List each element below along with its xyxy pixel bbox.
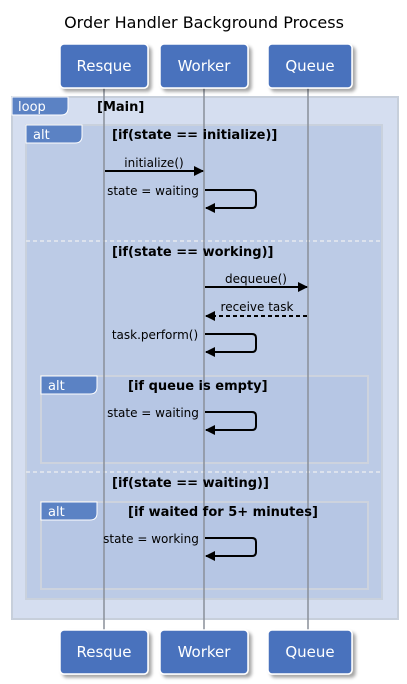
diagram-title: Order Handler Background Process — [64, 13, 344, 32]
loop-tag-label: loop — [18, 100, 46, 115]
msg-state-working-label: state = working — [103, 532, 199, 546]
msg-state-waiting-2-arrow — [205, 411, 257, 435]
msg-state-waiting-1-label: state = waiting — [107, 184, 199, 198]
actor-queue-top: Queue — [267, 43, 353, 89]
actor-queue-bottom-label: Queue — [285, 643, 334, 661]
msg-state-waiting-1-arrow — [205, 189, 257, 213]
actor-worker-bottom: Worker — [159, 629, 249, 675]
msg-initialize-label: initialize() — [124, 156, 183, 170]
actor-queue-top-label: Queue — [285, 57, 334, 75]
alt-condition-working: [if(state == working)] — [112, 245, 273, 260]
alt-condition-waiting: [if(state == waiting)] — [112, 476, 269, 491]
alt-empty-tag-label: alt — [48, 379, 65, 394]
msg-task-perform-label: task.perform() — [112, 328, 198, 342]
alt-outer-tag-label: alt — [33, 128, 50, 143]
alt-empty-tag: alt — [40, 375, 98, 395]
msg-dequeue-label: dequeue() — [225, 272, 287, 286]
alt-waited-tag-label: alt — [48, 505, 65, 520]
actor-resque-top: Resque — [59, 43, 149, 89]
msg-state-working-arrow — [205, 537, 257, 561]
alt-condition-queue-empty: [if queue is empty] — [128, 379, 268, 394]
msg-state-waiting-2-label: state = waiting — [107, 406, 199, 420]
alt-condition-initialize: [if(state == initialize)] — [112, 128, 277, 143]
loop-condition: [Main] — [97, 100, 144, 115]
alt-outer-tag: alt — [25, 124, 83, 144]
loop-tag: loop — [11, 96, 69, 116]
actor-resque-top-label: Resque — [76, 57, 131, 75]
actor-resque-bottom-label: Resque — [76, 643, 131, 661]
actor-worker-top: Worker — [159, 43, 249, 89]
msg-task-perform-arrow — [205, 333, 257, 357]
alt-condition-waited: [if waited for 5+ minutes] — [128, 505, 318, 520]
actor-resque-bottom: Resque — [59, 629, 149, 675]
actor-worker-bottom-label: Worker — [178, 643, 232, 661]
msg-receive-task-label: receive task — [221, 300, 294, 314]
actor-worker-top-label: Worker — [178, 57, 232, 75]
actor-queue-bottom: Queue — [267, 629, 353, 675]
alt-waited-tag: alt — [40, 501, 98, 521]
